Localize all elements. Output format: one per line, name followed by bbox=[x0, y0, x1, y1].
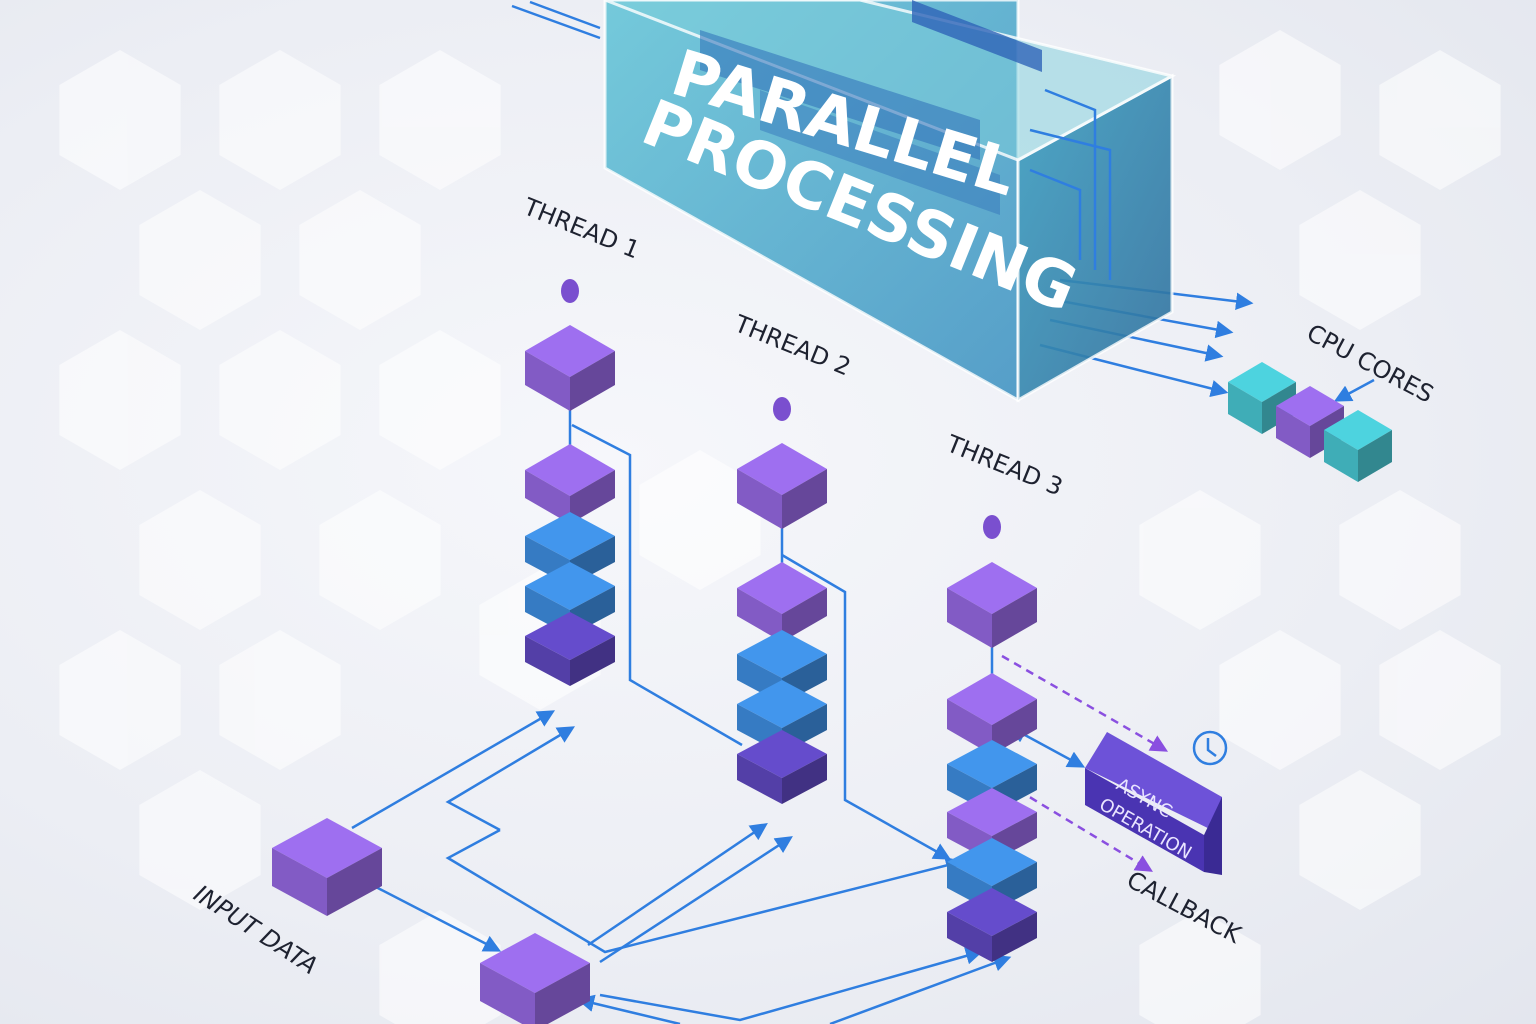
thread2-label: THREAD 2 bbox=[730, 309, 855, 381]
inner-blocks bbox=[700, 0, 1042, 215]
async-operation-box: ASYNC OPERATION bbox=[1085, 732, 1222, 875]
background-hexagon bbox=[639, 450, 761, 590]
background-hexagon bbox=[1379, 50, 1501, 190]
background-hexagon bbox=[1219, 30, 1341, 170]
background-hexagon bbox=[219, 50, 341, 190]
background-hexagon bbox=[319, 490, 441, 630]
thread3-task-block bbox=[947, 673, 1037, 755]
background-hexagon bbox=[1139, 490, 1261, 630]
background-hexagon bbox=[1299, 190, 1421, 330]
background-hexagon bbox=[219, 330, 341, 470]
background-hexagon bbox=[139, 770, 261, 910]
background-hexagon bbox=[1299, 770, 1421, 910]
background-hexagon bbox=[139, 490, 261, 630]
background-hexagon bbox=[1339, 490, 1461, 630]
background-hexagon bbox=[379, 50, 501, 190]
background-hexagon bbox=[299, 190, 421, 330]
background-hexagon bbox=[59, 330, 181, 470]
parallel-processing-box: PARALLEL PROCESSING bbox=[603, 0, 1177, 403]
background-hexagon bbox=[1379, 630, 1501, 770]
background-hexagon bbox=[1219, 630, 1341, 770]
thread1-marker bbox=[561, 279, 579, 303]
cpu-core-block bbox=[1324, 410, 1392, 482]
processing-block bbox=[480, 933, 590, 1024]
thread2-task-block bbox=[737, 562, 827, 642]
background-hexagon bbox=[139, 190, 261, 330]
background-hexagon bbox=[59, 50, 181, 190]
async-dashed-lines bbox=[1001, 654, 1169, 872]
thread3-marker bbox=[983, 515, 1001, 539]
background-hexagon bbox=[1139, 910, 1261, 1024]
thread1-task-block bbox=[525, 444, 615, 524]
background-hexagon bbox=[379, 330, 501, 470]
thread-cubes bbox=[272, 325, 1392, 1024]
thread1-task-block bbox=[525, 612, 615, 686]
thread3-label: THREAD 3 bbox=[942, 429, 1067, 501]
thread2-task-block bbox=[737, 730, 827, 804]
thread1-task-block bbox=[525, 325, 615, 411]
thread2-task-block bbox=[737, 443, 827, 529]
background-hexagon bbox=[59, 630, 181, 770]
thread3-task-block bbox=[947, 562, 1037, 648]
thread2-marker bbox=[773, 397, 791, 421]
thread3-task-block bbox=[947, 888, 1037, 962]
background-hexagons bbox=[59, 30, 1501, 1024]
background-hexagon bbox=[219, 630, 341, 770]
thread1-label: THREAD 1 bbox=[519, 192, 644, 264]
input-data-block bbox=[272, 818, 382, 916]
background-hexagon bbox=[379, 910, 501, 1024]
clock-icon bbox=[1192, 730, 1228, 766]
